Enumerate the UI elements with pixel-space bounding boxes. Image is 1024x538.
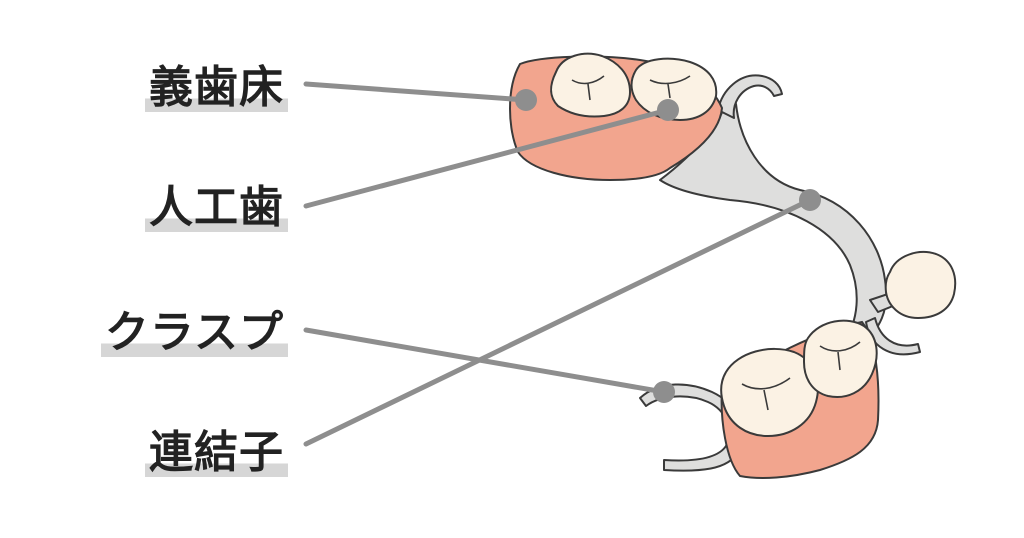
upper-saddle <box>509 52 724 182</box>
lower-tooth-2 <box>802 319 878 398</box>
upper-tooth-2 <box>630 57 718 122</box>
leader-line-denture-base <box>303 81 529 103</box>
label-artificial-tooth: 人工歯 <box>145 180 288 232</box>
lower-tooth-1 <box>720 348 819 438</box>
leader-dot-denture-base <box>515 89 537 111</box>
connector-bar <box>659 103 888 346</box>
metal-framework <box>639 74 921 472</box>
label-clasp: クラスプ <box>100 305 288 357</box>
leader-lines <box>303 81 821 447</box>
upper-tooth-1-groove <box>571 75 605 101</box>
upper-tooth-2-groove <box>649 75 691 99</box>
label-connector: 連結子 <box>145 425 288 477</box>
leader-line-artificial-tooth <box>303 107 671 209</box>
leader-line-clasp <box>303 327 667 395</box>
right-abutment-tooth <box>884 251 957 320</box>
leader-dot-clasp <box>653 381 675 403</box>
lower-saddle <box>720 319 880 479</box>
upper-tooth-1 <box>550 52 632 118</box>
leader-dot-connector <box>799 189 821 211</box>
upper-clasp <box>717 74 783 119</box>
lower-tooth-1-groove <box>741 377 791 411</box>
lower-clasp <box>639 383 743 472</box>
lower-tooth-2-groove <box>819 341 861 371</box>
leader-line-connector <box>303 197 813 447</box>
label-denture-base: 義歯床 <box>145 60 288 112</box>
leader-dot-artificial-tooth <box>657 99 679 121</box>
